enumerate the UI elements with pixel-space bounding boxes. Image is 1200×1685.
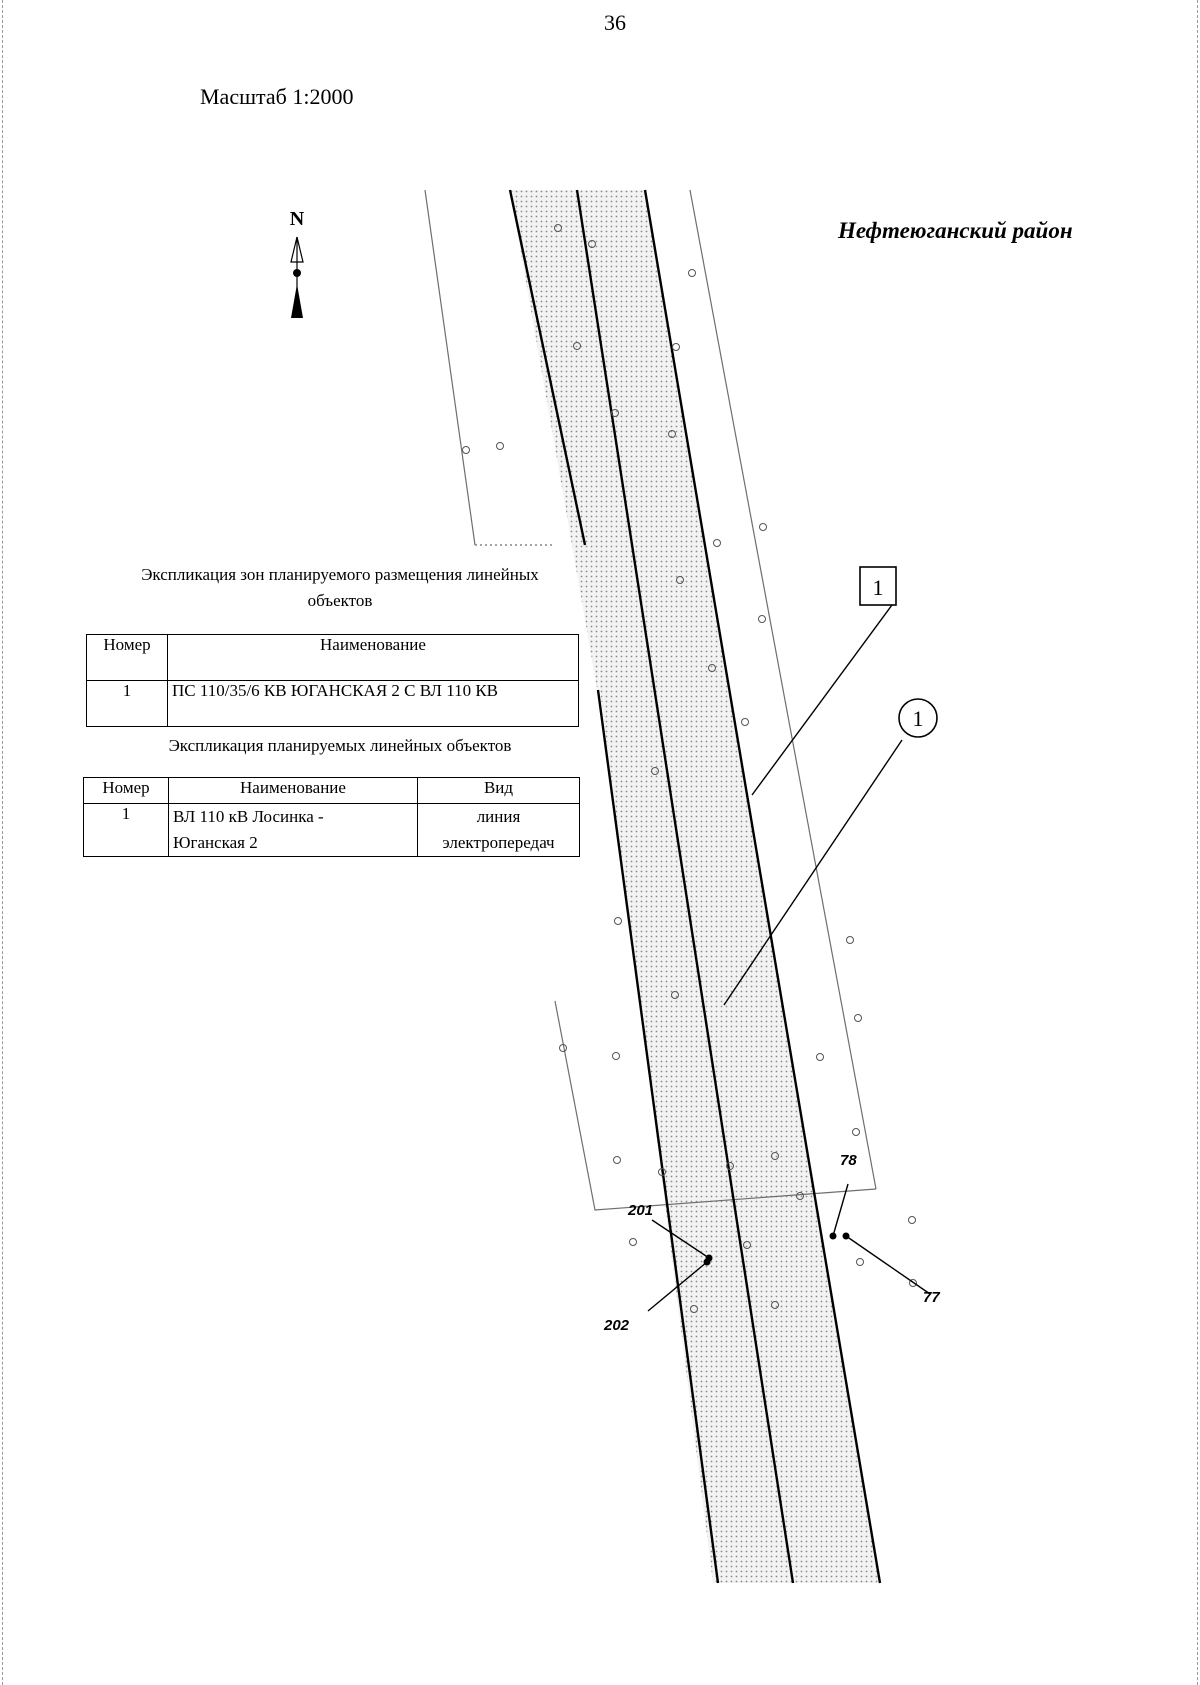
zones-table-caption: Экспликация зон планируемого размещения … <box>100 562 580 614</box>
objects-table-header-type: Вид <box>417 777 580 804</box>
callout-leaders <box>647 604 931 1312</box>
zones-table-caption-line2: объектов <box>307 591 373 610</box>
objects-table-cell-type: линия электропередач <box>417 803 580 857</box>
boundary-point-labels: 201 202 78 77 <box>603 1152 940 1334</box>
objects-table-header-name: Наименование <box>168 777 418 804</box>
plot-boundary-left <box>424 189 476 546</box>
objects-table-caption: Экспликация планируемых линейных объекто… <box>168 736 512 755</box>
point-202-marker <box>703 1258 711 1266</box>
object-callout-circle <box>898 698 938 738</box>
object-callout-leader <box>723 739 903 1006</box>
point-78-marker <box>829 1232 837 1240</box>
objects-table-header-number: Номер <box>83 777 169 804</box>
north-arrow-icon: N <box>290 208 305 318</box>
line-objects <box>508 189 882 1584</box>
zones-table-caption-line1: Экспликация зон планируемого размещения … <box>141 565 539 584</box>
zones-table-header-name: Наименование <box>167 634 579 681</box>
point-77-leader <box>845 1235 931 1295</box>
objects-table-cell-number: 1 <box>83 803 169 857</box>
point-201-label: 201 <box>627 1202 653 1219</box>
north-letter: N <box>290 208 305 230</box>
point-77-label: 77 <box>923 1289 940 1306</box>
boundary-point-markers <box>703 1232 850 1266</box>
scale-label: Масштаб 1:2000 <box>200 84 354 109</box>
table-row: 1 ВЛ 110 кВ Лосинка - Юганская 2 линия э… <box>83 803 580 857</box>
zone-callout-leader <box>751 604 893 796</box>
point-78-leader <box>832 1183 849 1237</box>
page-number: 36 <box>604 10 626 35</box>
survey-markers <box>462 224 917 1313</box>
district-label: Нефтеюганский район <box>838 218 1073 243</box>
objects-type-line1: линия <box>476 807 521 826</box>
zones-table: Номер Наименование 1 ПС 110/35/6 КВ ЮГАН… <box>86 634 579 727</box>
zone-right-edge <box>643 189 882 1584</box>
zones-table-cell-name: ПС 110/35/6 КВ ЮГАНСКАЯ 2 С ВЛ 110 КВ <box>167 680 579 727</box>
point-202-label: 202 <box>603 1317 630 1334</box>
objects-name-line1: ВЛ 110 кВ Лосинка - <box>173 807 324 826</box>
zone-left-edge-upper <box>508 189 587 546</box>
scan-edge-left <box>2 0 6 1685</box>
table-row: 1 ПС 110/35/6 КВ ЮГАНСКАЯ 2 С ВЛ 110 КВ <box>86 680 579 727</box>
scan-edge-right <box>1194 0 1198 1685</box>
power-line-axis <box>575 189 795 1584</box>
zone-callout-box <box>859 566 897 606</box>
point-77-marker <box>842 1232 850 1240</box>
zones-table-header-number: Номер <box>86 634 168 681</box>
objects-table: Номер Наименование Вид 1 ВЛ 110 кВ Лосин… <box>83 777 580 857</box>
objects-type-line2: электропередач <box>442 833 555 852</box>
planned-zone-area-lower <box>597 530 880 1583</box>
object-callout-number: 1 <box>913 706 924 731</box>
point-78-label: 78 <box>840 1152 857 1169</box>
zone-left-edge-lower <box>596 689 720 1584</box>
land-plot-boundaries <box>424 189 877 1211</box>
objects-name-line2: Юганская 2 <box>173 833 258 852</box>
zones-table-cell-number: 1 <box>86 680 168 727</box>
plot-boundary-right <box>689 189 877 1190</box>
point-201-leader <box>651 1219 710 1259</box>
zone-callout-number: 1 <box>873 575 884 600</box>
objects-table-cell-name: ВЛ 110 кВ Лосинка - Юганская 2 <box>168 803 418 857</box>
point-202-leader <box>647 1261 708 1312</box>
plot-boundary-lower <box>554 1000 877 1211</box>
